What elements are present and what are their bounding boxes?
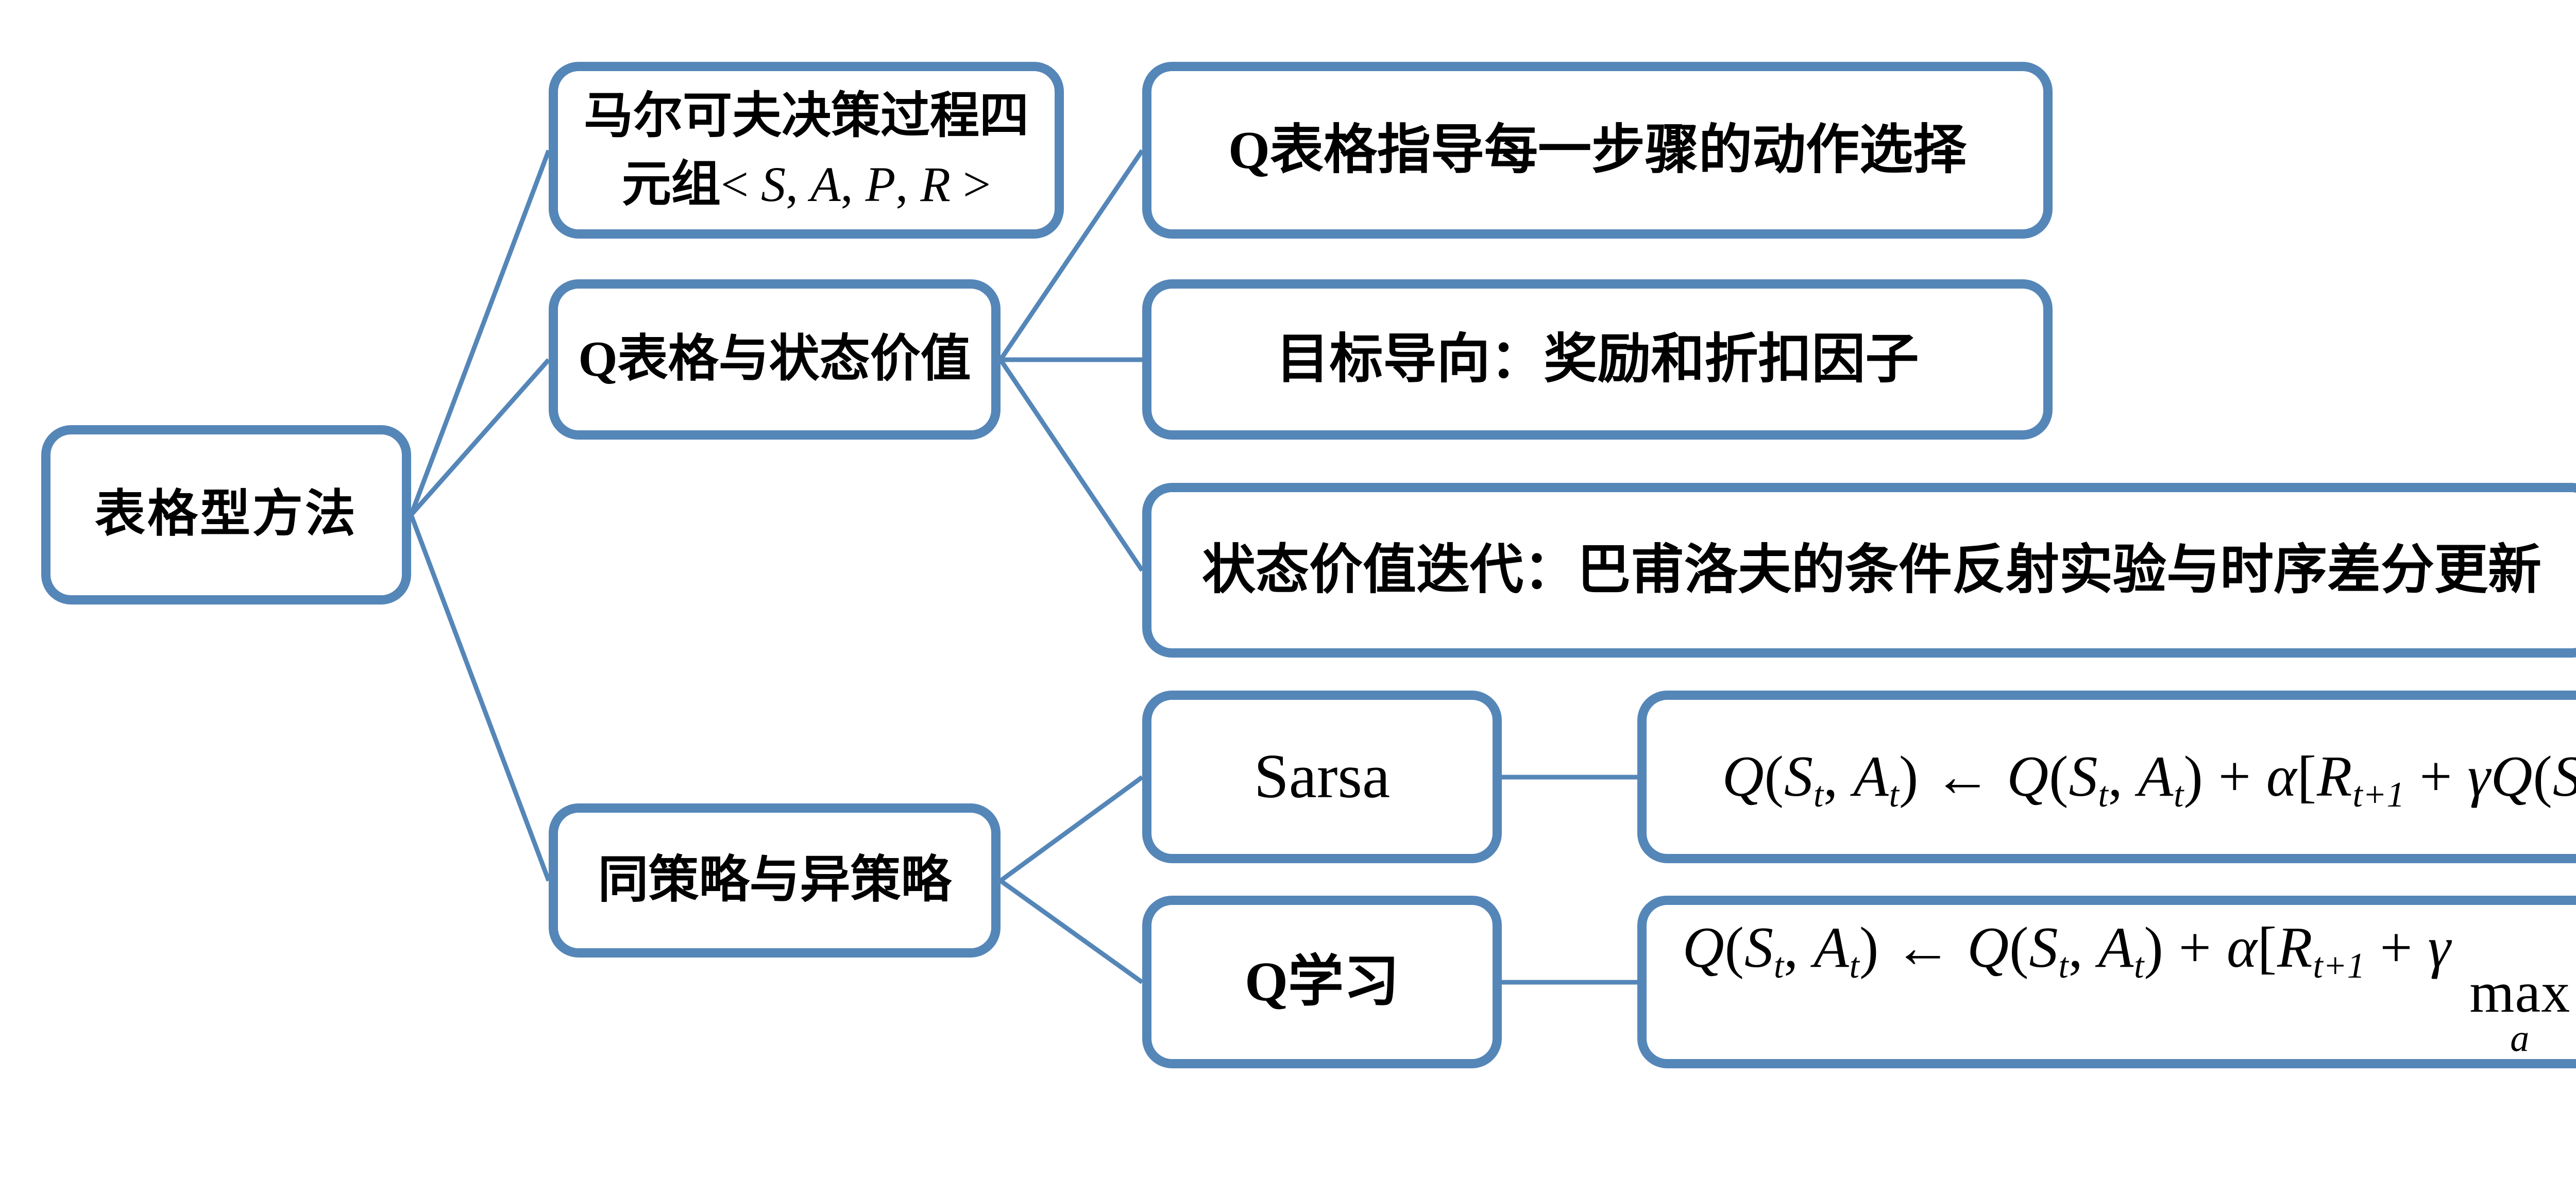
sarsa-formula-box: Q(St, At) ← Q(St, At) + α[Rt+1 + γQ(St+1… — [1637, 691, 2576, 863]
connector-line — [999, 775, 1144, 883]
connector-line — [998, 358, 1144, 572]
value-iteration-label: 状态价值迭代：巴甫洛夫的条件反射实验与时序差分更新 — [1201, 540, 2541, 600]
connector-line — [409, 358, 551, 516]
connector-line — [998, 149, 1144, 361]
goal-oriented-node-box: 目标导向：奖励和折扣因子 — [1142, 279, 2053, 440]
policy-node-box: 同策略与异策略 — [549, 803, 1001, 958]
sarsa-formula: Q(St, At) ← Q(St, At) + α[Rt+1 + γQ(St+1… — [1722, 745, 2576, 815]
sarsa-node-box: Sarsa — [1142, 691, 1502, 863]
mdp-tuple-label: 马尔可夫决策过程四 元组< S, A, P, R > — [584, 82, 1029, 219]
root-label: 表格型方法 — [94, 486, 358, 543]
connector-line — [409, 514, 551, 882]
connector-line — [409, 149, 551, 516]
root-node-box: 表格型方法 — [41, 425, 411, 605]
mdp-tuple-math: < S, A, P, R > — [720, 156, 991, 212]
sarsa-label: Sarsa — [1253, 742, 1391, 812]
qlearning-label: Q学习 — [1244, 951, 1399, 1013]
qtable-guide-node-box: Q表格指导每一步骤的动作选择 — [1142, 62, 2053, 239]
mdp-tuple-line2-prefix: 元组 — [621, 156, 721, 212]
mdp-tuple-node-box: 马尔可夫决策过程四 元组< S, A, P, R > — [549, 62, 1064, 239]
qlearning-node-box: Q学习 — [1142, 896, 1502, 1068]
policy-label: 同策略与异策略 — [598, 852, 952, 908]
mdp-tuple-line1: 马尔可夫决策过程四 — [584, 88, 1029, 144]
connector-line — [999, 879, 1144, 984]
qtable-label: Q表格与状态价值 — [578, 331, 971, 387]
value-iteration-node-box: 状态价值迭代：巴甫洛夫的条件反射实验与时序差分更新 — [1142, 483, 2576, 658]
qtable-guide-label: Q表格指导每一步骤的动作选择 — [1228, 120, 1967, 180]
qtable-node-box: Q表格与状态价值 — [549, 279, 1001, 440]
goal-oriented-label: 目标导向：奖励和折扣因子 — [1276, 329, 1919, 389]
